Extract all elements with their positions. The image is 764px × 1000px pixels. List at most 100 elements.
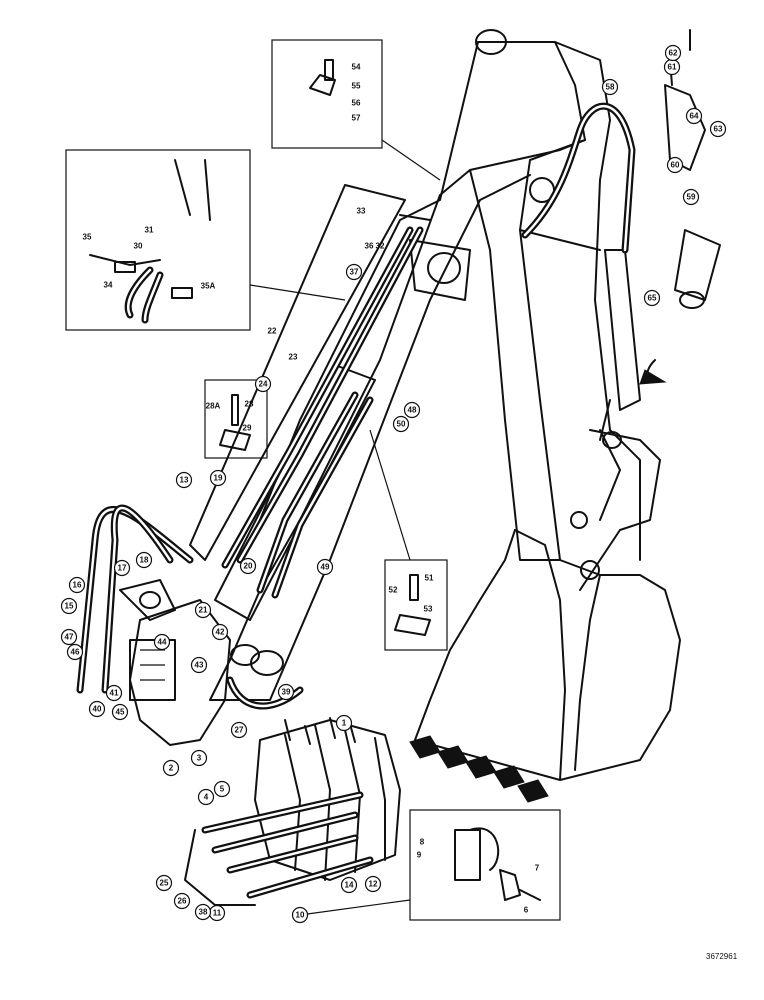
callout-11: 11	[208, 904, 226, 922]
svg-text:8: 8	[420, 838, 425, 847]
svg-text:6: 6	[524, 906, 529, 915]
callout-36: 36	[365, 242, 374, 251]
callout-49: 49	[316, 558, 334, 576]
svg-text:52: 52	[389, 586, 398, 595]
callout-39: 39	[277, 683, 295, 701]
callout-18: 18	[135, 551, 153, 569]
svg-text:13: 13	[180, 476, 189, 485]
svg-text:3: 3	[197, 754, 202, 763]
boom-mount-casting	[119, 579, 231, 746]
callout-25: 25	[155, 874, 173, 892]
callout-9: 9	[417, 851, 422, 860]
callout-63: 63	[709, 120, 727, 138]
callout-14: 14	[340, 876, 358, 894]
svg-text:28: 28	[245, 400, 254, 409]
callout-55: 55	[352, 82, 361, 91]
svg-text:49: 49	[321, 563, 330, 572]
svg-text:1: 1	[342, 719, 347, 728]
svg-text:37: 37	[350, 268, 359, 277]
callout-28: 28	[245, 400, 254, 409]
svg-text:54: 54	[352, 63, 361, 72]
callout-16: 16	[68, 576, 86, 594]
callout-47: 47	[60, 628, 78, 646]
callout-23: 23	[289, 353, 298, 362]
callout-42: 42	[211, 623, 229, 641]
callout-7: 7	[535, 864, 540, 873]
svg-text:48: 48	[408, 406, 417, 415]
svg-text:41: 41	[110, 689, 119, 698]
callout-40: 40	[88, 700, 106, 718]
callout-17: 17	[113, 559, 131, 577]
svg-text:7: 7	[535, 864, 540, 873]
bucket-teeth	[409, 735, 549, 803]
svg-text:5: 5	[220, 785, 225, 794]
svg-text:53: 53	[424, 605, 433, 614]
callout-35: 35	[83, 233, 92, 242]
svg-text:51: 51	[425, 574, 434, 583]
control-valve	[184, 717, 401, 906]
callout-57: 57	[352, 114, 361, 123]
inset-top-center	[271, 39, 441, 181]
bucket-cylinder	[521, 102, 641, 441]
callout-54: 54	[352, 63, 361, 72]
svg-text:64: 64	[690, 112, 699, 121]
svg-text:57: 57	[352, 114, 361, 123]
callout-50: 50	[392, 415, 410, 433]
callout-6: 6	[524, 906, 529, 915]
inset-bracket-51	[369, 429, 448, 651]
svg-text:39: 39	[282, 688, 291, 697]
svg-text:43: 43	[195, 661, 204, 670]
callout-12: 12	[364, 875, 382, 893]
callout-1: 1	[335, 714, 353, 732]
svg-text:29: 29	[243, 424, 252, 433]
hose-assemblies	[76, 504, 304, 710]
callout-62: 62	[664, 44, 682, 62]
callout-30: 30	[134, 242, 143, 251]
callout-22: 22	[268, 327, 277, 336]
callout-65: 65	[643, 289, 661, 307]
svg-text:34: 34	[104, 281, 113, 290]
svg-text:4: 4	[204, 793, 209, 802]
svg-text:32: 32	[376, 242, 385, 251]
svg-text:23: 23	[289, 353, 298, 362]
callout-59: 59	[682, 188, 700, 206]
svg-text:9: 9	[417, 851, 422, 860]
svg-text:12: 12	[369, 880, 378, 889]
svg-text:19: 19	[214, 474, 223, 483]
dipper-cylinder	[189, 184, 431, 676]
svg-text:38: 38	[199, 908, 208, 917]
svg-text:11: 11	[213, 909, 222, 918]
svg-text:18: 18	[140, 556, 149, 565]
callout-56: 56	[352, 99, 361, 108]
callout-37: 37	[345, 263, 363, 281]
callout-34: 34	[104, 281, 113, 290]
svg-text:2: 2	[169, 764, 174, 773]
svg-text:36: 36	[365, 242, 374, 251]
svg-text:42: 42	[216, 628, 225, 637]
svg-text:44: 44	[158, 638, 167, 647]
callout-35a: 35A	[201, 282, 216, 291]
svg-text:47: 47	[65, 633, 74, 642]
svg-text:16: 16	[73, 581, 82, 590]
callout-8: 8	[420, 838, 425, 847]
inset-bracket-28	[204, 379, 268, 459]
svg-text:21: 21	[199, 606, 208, 615]
callout-61: 61	[663, 58, 681, 76]
svg-text:50: 50	[397, 420, 406, 429]
callout-20: 20	[239, 557, 257, 575]
callout-4: 4	[197, 788, 215, 806]
callout-41: 41	[105, 684, 123, 702]
callout-10: 10	[291, 906, 309, 924]
callout-27: 27	[230, 721, 248, 739]
callout-3: 3	[190, 749, 208, 767]
svg-text:17: 17	[118, 564, 127, 573]
svg-text:40: 40	[93, 705, 102, 714]
boom-arm	[209, 29, 641, 701]
callout-64: 64	[685, 107, 703, 125]
svg-text:65: 65	[648, 294, 657, 303]
callout-44: 44	[153, 633, 171, 651]
callout-19: 19	[209, 469, 227, 487]
callout-31: 31	[145, 226, 154, 235]
svg-text:58: 58	[606, 83, 615, 92]
svg-text:59: 59	[687, 193, 696, 202]
